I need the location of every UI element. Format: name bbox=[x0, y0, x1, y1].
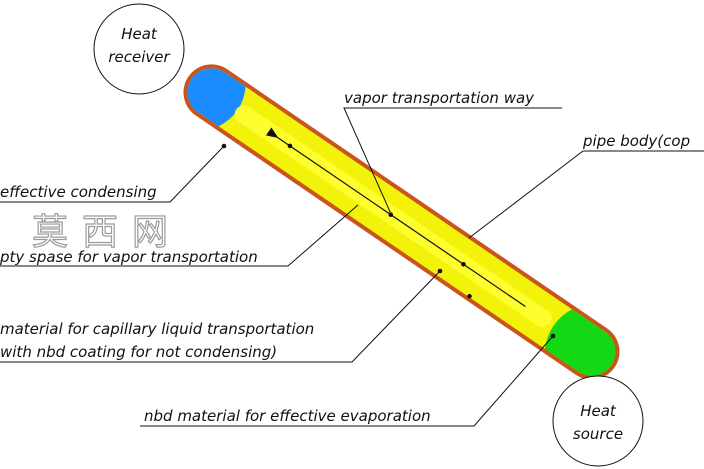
heat-source-line1: Heat bbox=[580, 402, 617, 420]
leader-condensing bbox=[0, 145, 225, 203]
heat-source-bubble: Heat source bbox=[552, 375, 644, 467]
label-empty-space: pty spase for vapor transportation bbox=[0, 248, 258, 266]
label-condensing: effective condensing bbox=[0, 183, 157, 201]
watermark-text: 莫西网 bbox=[32, 212, 182, 253]
heat-receiver-line2: receiver bbox=[108, 48, 170, 66]
label-capillary-line2: with nbd coating for not condensing) bbox=[0, 343, 277, 361]
label-pipe-body: pipe body(cop bbox=[582, 132, 690, 150]
vapor-flow-arrow bbox=[265, 127, 526, 308]
leader-evaporation bbox=[140, 335, 554, 427]
leader-capillary bbox=[0, 270, 441, 363]
leader-pipe-body bbox=[468, 150, 704, 239]
condenser-zone bbox=[187, 68, 246, 127]
leader-vapor-way bbox=[343, 107, 562, 215]
heat-receiver-bubble: Heat receiver bbox=[93, 3, 185, 95]
anchor-dot bbox=[287, 143, 293, 149]
anchor-dot bbox=[388, 212, 394, 217]
leader-empty-space bbox=[0, 204, 359, 267]
heat-receiver-line1: Heat bbox=[121, 25, 158, 43]
heat-source-line2: source bbox=[573, 425, 623, 443]
anchor-dot bbox=[467, 293, 472, 299]
anchor-dot bbox=[461, 261, 466, 267]
evaporator-zone bbox=[544, 309, 616, 376]
heat-pipe bbox=[183, 64, 620, 380]
label-capillary-line1: material for capillary liquid transporta… bbox=[0, 320, 314, 338]
label-evaporation: nbd material for effective evaporation bbox=[144, 407, 431, 425]
label-vapor-way: vapor transportation way bbox=[344, 89, 535, 107]
